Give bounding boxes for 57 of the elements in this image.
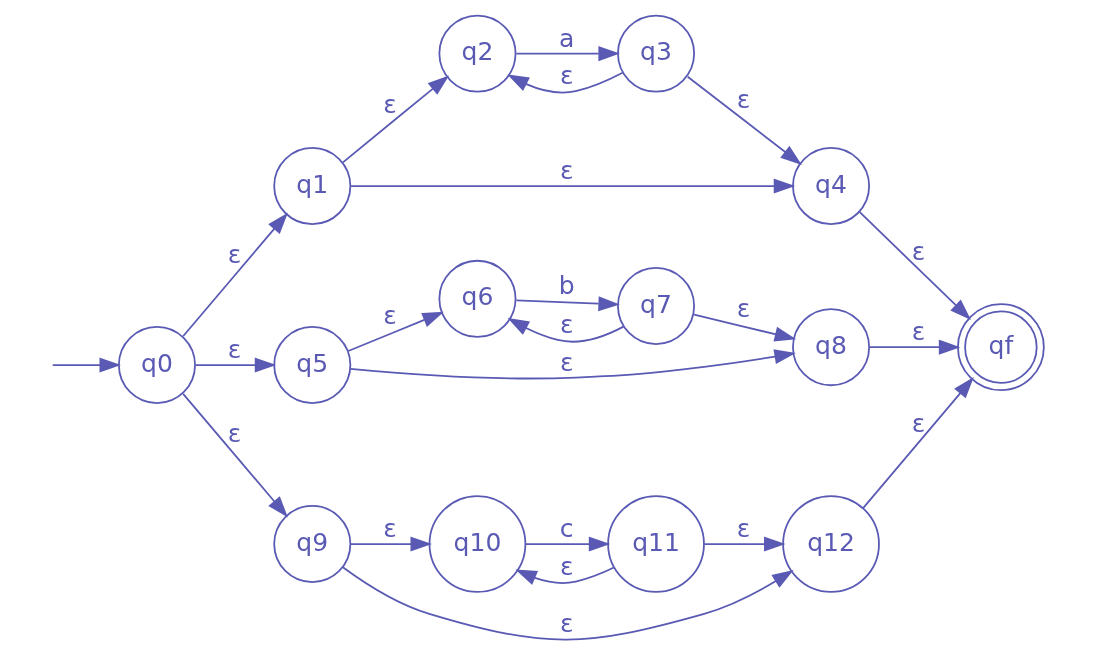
node-circle: q3 [616,14,695,93]
edge-label: b [558,270,575,300]
edge-label: ε [736,84,750,114]
edge-label: ε [911,408,925,438]
edge-label: ε [382,301,397,331]
arrow [524,536,610,552]
arrow [341,566,794,641]
edge-label: ε [227,240,241,270]
arrow [686,75,802,165]
edge-label: ε [382,90,397,120]
arrow [341,75,449,164]
node-circle: q1 [272,147,351,226]
edge-label: ε [559,156,574,186]
edge-label: c [559,514,574,544]
node-circle: q7 [616,267,695,345]
arrow [506,71,623,94]
node-circle: q12 [781,495,880,593]
arrow [349,536,432,552]
node-circle: q5 [272,326,351,405]
arrow [868,339,960,355]
arrow [514,296,620,312]
arrow [181,392,288,518]
edge-label: ε [736,294,750,324]
arrow [51,357,121,373]
node-circle: q2 [437,14,516,93]
arrow [181,212,288,338]
node-circle: q8 [791,308,870,387]
arrow [194,357,276,373]
edge-label: ε [911,236,925,266]
edge-label: ε [227,335,241,365]
arrow [349,349,796,380]
node-circle: q0 [117,326,196,405]
edge-label: ε [227,419,241,449]
arrow [507,318,624,343]
node-circle: q11 [606,495,705,593]
arrow [858,211,971,320]
edge-label: ε [559,551,574,581]
edge-label: ε [736,514,750,544]
edge-label: ε [911,317,925,347]
arrow [346,311,444,352]
arrow [861,377,974,509]
edge-label: ε [382,514,397,544]
arrow [702,536,786,552]
node-circle: q10 [428,495,526,593]
edge-label: ε [559,61,574,91]
edge-label: ε [559,310,574,340]
edge-label: ε [559,347,574,377]
arrow [514,46,620,62]
edge-label: a [558,23,574,53]
node-circle: q6 [437,259,516,338]
arrow [349,178,795,194]
arrow [514,566,615,585]
node-circle: qf [956,303,1045,391]
node-circle: q9 [272,505,351,583]
node-circle: q4 [791,147,870,226]
arrow [692,313,796,342]
edge-label: ε [559,609,574,639]
